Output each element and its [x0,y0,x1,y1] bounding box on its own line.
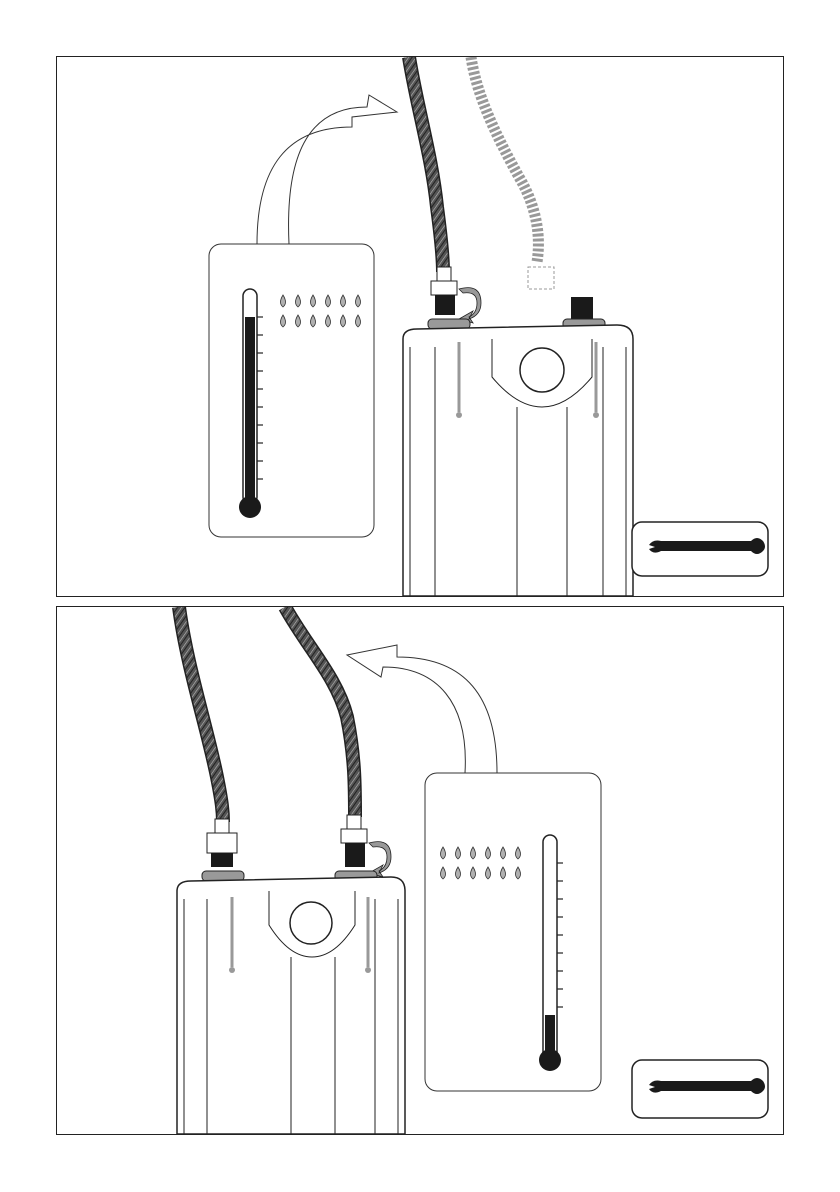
panel-hot-connection [56,56,784,597]
callout-card [425,773,601,1091]
hose-connector-right [341,815,367,867]
hose-connector [431,267,457,315]
water-heater-icon [177,871,405,1134]
water-heater-icon [403,319,633,596]
thermometer-level [245,317,255,505]
bottom-illustration [57,607,783,1134]
panel-cold-connection [56,606,784,1135]
arrow-icon [347,645,497,773]
callout-card [209,244,374,537]
wrench-icon [632,1060,768,1118]
hose-ghost-icon [471,57,538,262]
top-illustration [57,57,783,596]
hose-connector-left [207,819,237,867]
rotate-arrow-icon [459,288,481,323]
wrench-icon [632,522,768,576]
arrow-icon [257,95,397,244]
